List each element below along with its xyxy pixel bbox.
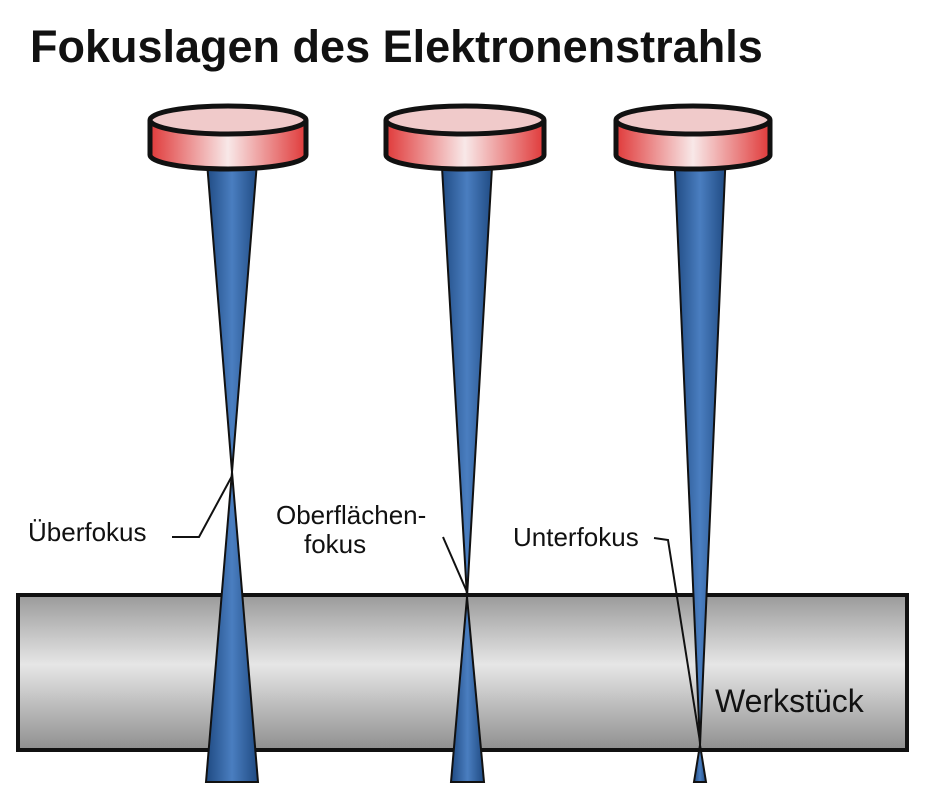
label-oberflaechen-line1: Oberflächen- bbox=[276, 500, 426, 530]
label-unterfokus: Unterfokus bbox=[513, 522, 639, 552]
label-ueberfokus: Überfokus bbox=[28, 517, 147, 547]
leader-unterfokus bbox=[653, 537, 701, 743]
beam-oberflaechenfokus bbox=[439, 149, 495, 783]
leader-oberflaechenfokus bbox=[442, 536, 468, 593]
lens-3 bbox=[613, 103, 773, 172]
diagram-title: Fokuslagen des Elektronenstrahls bbox=[30, 21, 763, 72]
beam-unterfokus bbox=[672, 149, 728, 783]
label-werkstueck: Werkstück bbox=[715, 683, 865, 719]
beam-ueberfokus bbox=[204, 149, 260, 783]
label-oberflaechen-line2: fokus bbox=[304, 529, 366, 559]
lens-2 bbox=[383, 103, 547, 172]
leader-ueberfokus bbox=[172, 475, 233, 538]
lens-1 bbox=[147, 103, 309, 172]
